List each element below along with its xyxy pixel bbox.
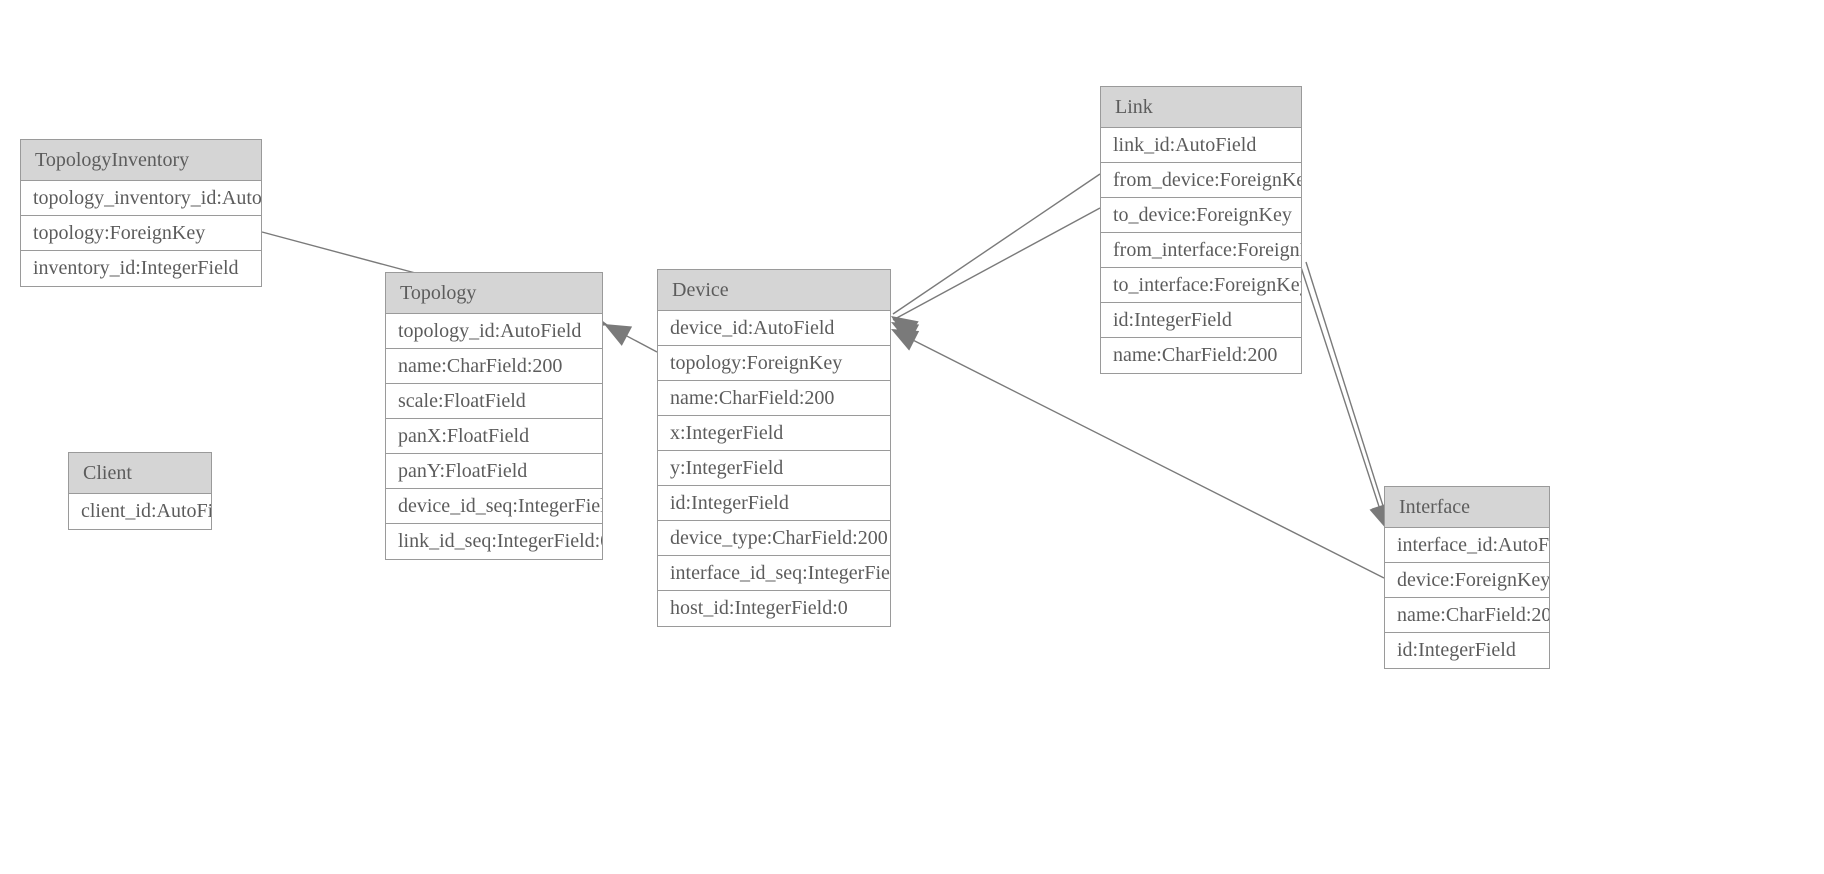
entity-title-topology_inventory: TopologyInventory: [21, 140, 261, 181]
entity-field-row: interface_id:AutoField: [1385, 528, 1549, 563]
entity-field-row: x:IntegerField: [658, 416, 890, 451]
entity-field-row: panY:FloatField: [386, 454, 602, 489]
entity-field-row: interface_id_seq:IntegerField:0: [658, 556, 890, 591]
entity-field-row: topology:ForeignKey: [21, 216, 261, 251]
entity-field-row: name:CharField:200: [1101, 338, 1301, 373]
entity-field-row: host_id:IntegerField:0: [658, 591, 890, 626]
entity-field-row: y:IntegerField: [658, 451, 890, 486]
entity-field-row: from_device:ForeignKey: [1101, 163, 1301, 198]
entity-field-row: link_id:AutoField: [1101, 128, 1301, 163]
arrowhead-icon: [604, 324, 633, 346]
entity-field-row: to_interface:ForeignKey: [1101, 268, 1301, 303]
entity-field-row: to_device:ForeignKey: [1101, 198, 1301, 233]
entity-field-row: device_id:AutoField: [658, 311, 890, 346]
entity-field-row: device_id_seq:IntegerField:0: [386, 489, 602, 524]
entity-field-row: device_type:CharField:200: [658, 521, 890, 556]
entity-field-row: topology:ForeignKey: [658, 346, 890, 381]
entity-title-link: Link: [1101, 87, 1301, 128]
entity-field-row: scale:FloatField: [386, 384, 602, 419]
entity-field-row: from_interface:ForeignKey: [1101, 233, 1301, 268]
entity-field-row: id:IntegerField: [658, 486, 890, 521]
entity-title-topology: Topology: [386, 273, 602, 314]
entity-field-row: inventory_id:IntegerField: [21, 251, 261, 286]
entity-title-interface: Interface: [1385, 487, 1549, 528]
entity-field-row: topology_inventory_id:AutoField: [21, 181, 261, 216]
entity-field-row: topology_id:AutoField: [386, 314, 602, 349]
entity-field-row: name:CharField:200: [1385, 598, 1549, 633]
entity-field-row: id:IntegerField: [1101, 303, 1301, 338]
rel-link-from-device: [891, 173, 1101, 340]
entity-field-row: client_id:AutoField: [69, 494, 211, 529]
entity-field-row: link_id_seq:IntegerField:0: [386, 524, 602, 559]
rel-device-topology: [604, 324, 658, 353]
entity-field-row: id:IntegerField: [1385, 633, 1549, 668]
entity-interface[interactable]: Interfaceinterface_id:AutoFielddevice:Fo…: [1384, 486, 1550, 669]
rel-link-to-device: [891, 207, 1101, 344]
entity-title-device: Device: [658, 270, 890, 311]
entity-title-client: Client: [69, 453, 211, 494]
entity-field-row: name:CharField:200: [386, 349, 602, 384]
entity-field-row: panX:FloatField: [386, 419, 602, 454]
entity-field-row: device:ForeignKey: [1385, 563, 1549, 598]
entity-field-row: name:CharField:200: [658, 381, 890, 416]
